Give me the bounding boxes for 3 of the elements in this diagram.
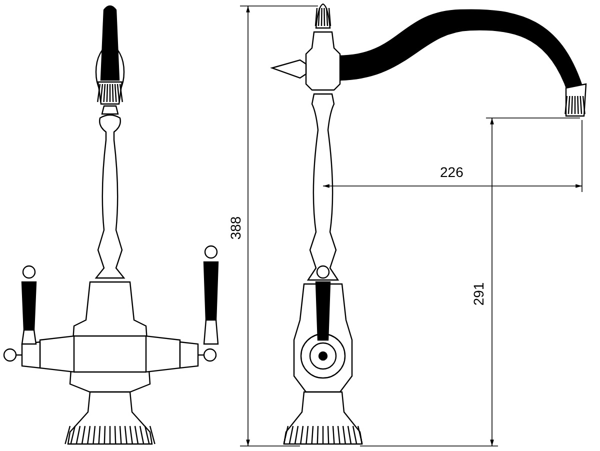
dimension-label: 388 — [228, 216, 244, 240]
dimension-label: 291 — [470, 282, 487, 306]
dimension-label: 226 — [440, 164, 464, 180]
